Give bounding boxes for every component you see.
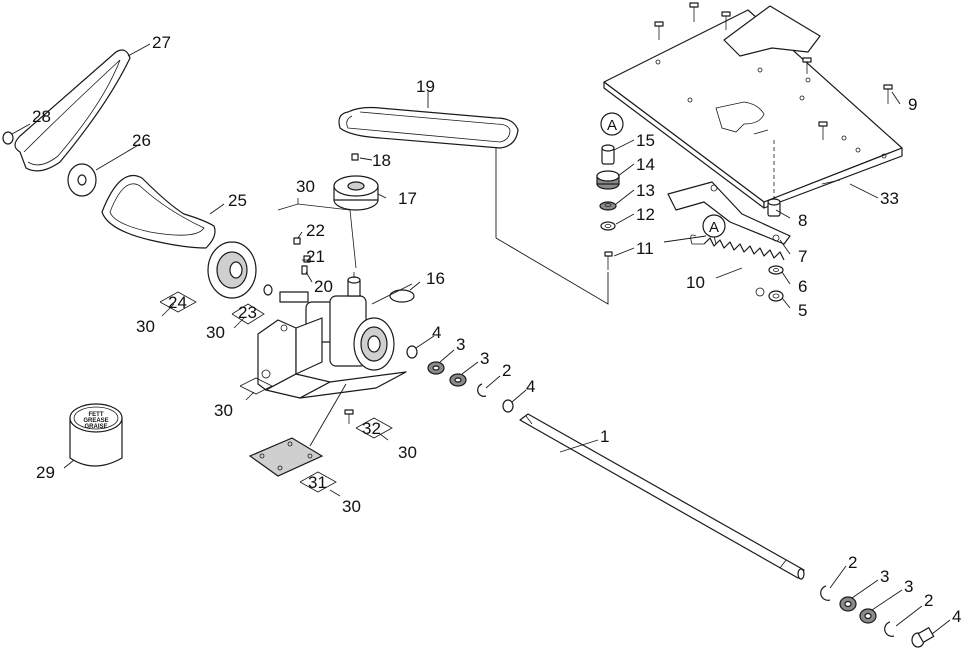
callout-12: 12 (636, 205, 655, 224)
reference-a-top: A (600, 112, 624, 136)
callout-3-right-1: 3 (880, 567, 889, 586)
circlip-2-right-2 (884, 621, 895, 637)
callout-10: 10 (686, 273, 705, 292)
pulley-23 (207, 241, 257, 299)
callout-7: 7 (798, 247, 807, 266)
key-21 (303, 255, 311, 263)
callout-3-left-1: 3 (456, 335, 465, 354)
callout-30-top: 30 (296, 177, 315, 196)
callout-28: 28 (32, 107, 51, 126)
callout-4-left: 4 (432, 323, 441, 342)
callout-32: 32 (362, 419, 381, 438)
callout-25: 25 (228, 191, 247, 210)
callout-24: 24 (168, 293, 187, 312)
callout-1: 1 (600, 427, 609, 446)
callout-2-right-2: 2 (924, 591, 933, 610)
key-20 (301, 265, 308, 275)
callout-14: 14 (636, 155, 655, 174)
small-washer-23 (263, 284, 273, 296)
callout-6: 6 (798, 277, 807, 296)
group-brackets (159, 198, 393, 497)
cover-plate-31 (248, 437, 324, 477)
grease-can: FETT GREASE GRAISE (69, 403, 123, 467)
circlip-2-right-1 (820, 585, 831, 601)
callout-13: 13 (636, 181, 655, 200)
tension-bracket (667, 181, 791, 245)
callout-16: 16 (426, 269, 445, 288)
callout-30-plate: 30 (342, 497, 361, 516)
callout-26: 26 (132, 131, 151, 150)
reference-a-spring: A (702, 214, 726, 238)
circlip-2-left (477, 383, 487, 397)
leader-lines (11, 43, 951, 635)
grease-label-line3: GRAISE (84, 424, 107, 430)
shaft-1 (519, 413, 805, 580)
belt-19 (338, 106, 519, 149)
callout-3-right-2: 3 (904, 577, 913, 596)
plate-screws (654, 2, 893, 140)
washer-3-right-1 (839, 596, 857, 612)
gasket-16 (389, 289, 415, 303)
grease-label-line2: GREASE (83, 418, 108, 424)
callout-2-right-1: 2 (848, 553, 857, 572)
gearbox-frame (257, 317, 407, 399)
callout-22: 22 (306, 221, 325, 240)
callout-30-pulley: 30 (136, 317, 155, 336)
clip-4-mid (502, 399, 514, 413)
callout-4-right: 4 (952, 607, 961, 626)
grease-label-line1: FETT (89, 412, 104, 418)
callout-17: 17 (398, 189, 417, 208)
clip-4-left (406, 345, 418, 359)
callout-29: 29 (36, 463, 55, 482)
callout-33: 33 (880, 189, 899, 208)
callout-30-frame: 30 (214, 401, 233, 420)
washer-12 (600, 221, 616, 231)
mounting-plate (603, 5, 903, 209)
spring (690, 234, 785, 297)
callout-31: 31 (308, 473, 327, 492)
bolt-11 (604, 251, 613, 270)
washer-3-right-2 (859, 608, 877, 624)
callout-19: 19 (416, 77, 435, 96)
callout-18: 18 (372, 151, 391, 170)
callout-15: 15 (636, 131, 655, 150)
callout-30-mid: 30 (206, 323, 225, 342)
pulley-17 (333, 175, 379, 211)
callout-9: 9 (908, 95, 917, 114)
callout-8: 8 (798, 211, 807, 230)
callout-4-mid: 4 (526, 377, 535, 396)
callout-30-bolt: 30 (398, 443, 417, 462)
nut-5 (768, 290, 784, 302)
washer-13 (599, 201, 617, 211)
washer-3-left-2 (449, 373, 467, 387)
plug-22 (293, 237, 301, 245)
bolt-32 (344, 409, 354, 424)
clip-4-right (911, 627, 935, 648)
reference-a-top-letter: A (607, 117, 617, 134)
callout-11: 11 (636, 239, 654, 258)
callout-21: 21 (306, 247, 325, 266)
callout-27: 27 (152, 33, 171, 52)
washer-28 (2, 131, 14, 145)
spacer-15 (601, 144, 615, 165)
bushing-8 (767, 198, 781, 217)
reference-a-spring-letter: A (709, 219, 719, 236)
washer-3-left-1 (427, 361, 445, 375)
belt-27 (14, 49, 131, 172)
callout-23: 23 (238, 303, 257, 322)
key-18 (351, 153, 359, 161)
callout-20: 20 (314, 277, 333, 296)
callout-numbers: 1 2 2 2 3 3 3 3 4 4 4 5 6 7 8 9 10 11 12… (32, 33, 961, 626)
belt-25 (101, 174, 216, 249)
callout-5: 5 (798, 301, 807, 320)
washer-6 (768, 265, 784, 275)
callout-2-left: 2 (502, 361, 511, 380)
pulley-26 (67, 163, 97, 197)
rubber-mount-14 (596, 170, 620, 190)
callout-3-left-2: 3 (480, 349, 489, 368)
gearbox (279, 272, 395, 371)
